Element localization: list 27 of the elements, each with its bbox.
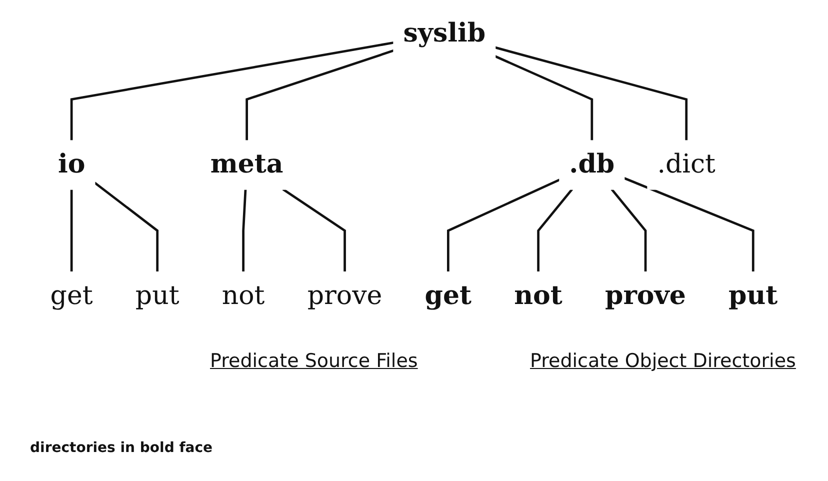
connector <box>494 55 594 141</box>
node-text: .db <box>569 149 615 180</box>
connector <box>494 46 688 141</box>
group-caption: Predicate Object Directories <box>530 350 796 372</box>
connector <box>242 189 247 272</box>
connector <box>94 182 159 272</box>
node-text: prove <box>307 282 382 312</box>
connector <box>70 189 73 272</box>
connector <box>610 188 647 272</box>
node-text: put <box>728 280 778 312</box>
node-text: not <box>514 280 562 312</box>
group-caption: Predicate Source Files <box>210 350 418 372</box>
connector <box>537 188 574 272</box>
node-text: meta <box>210 149 284 180</box>
node-text: get <box>50 282 93 312</box>
node-text: prove <box>605 280 686 312</box>
node-text: put <box>135 282 180 312</box>
note-text: directories in bold face <box>30 440 213 456</box>
node-text: syslib <box>403 18 486 48</box>
node-text: io <box>58 149 86 180</box>
connector <box>446 178 560 272</box>
connector <box>282 188 346 272</box>
node-text: get <box>424 280 472 312</box>
connector <box>246 49 394 141</box>
node-text: not <box>222 282 265 312</box>
connector <box>70 41 394 141</box>
connector <box>624 177 754 272</box>
